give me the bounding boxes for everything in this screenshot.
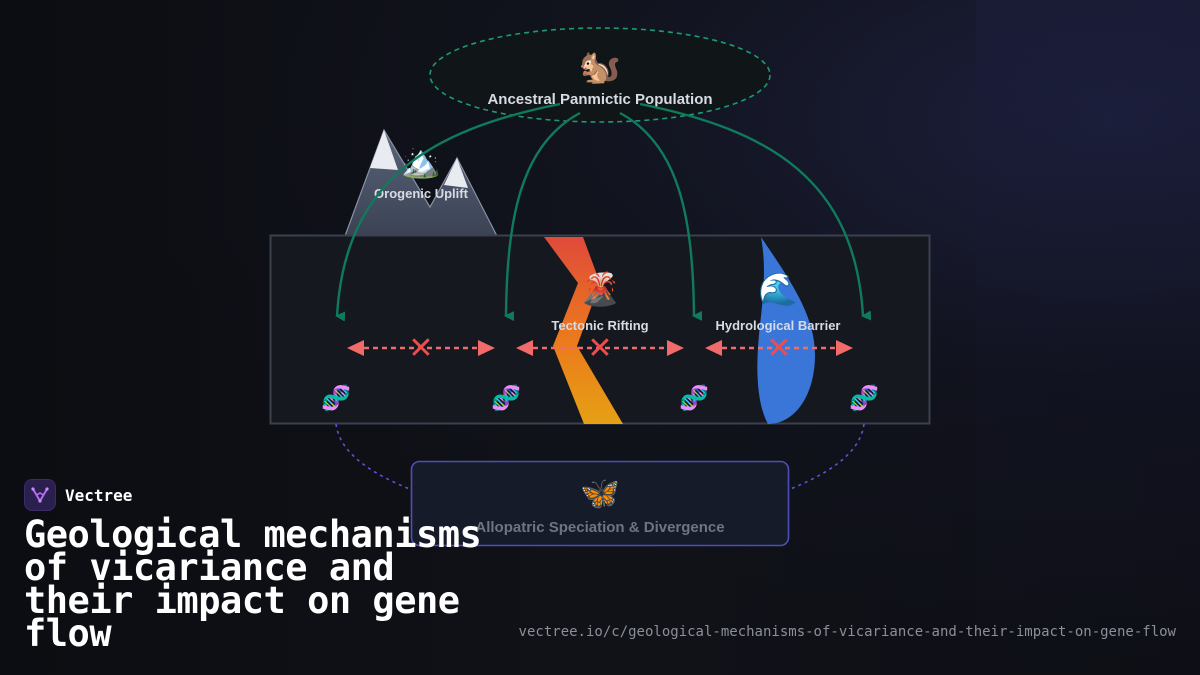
brand: Vectree [24, 479, 132, 511]
blocked-x-icon: ✕ [766, 331, 791, 366]
mountain-icon: 🏔️ [401, 142, 441, 180]
dispersal-arrow-1 [335, 102, 561, 322]
tectonic-rifting-label: Tectonic Rifting [551, 318, 648, 333]
page-url[interactable]: vectree.io/c/geological-mechanisms-of-vi… [518, 624, 1176, 640]
tectonic-rift-band [544, 237, 623, 424]
orogenic-uplift-label: Orogenic Uplift [374, 186, 469, 201]
blocked-gene-flow-1: ✕ [347, 331, 495, 366]
speciation-label: Allopatric Speciation & Divergence [475, 519, 724, 536]
brand-name: Vectree [65, 485, 133, 505]
blocked-x-icon: ✕ [408, 331, 433, 366]
page-title: Geological mechanisms of vicariance and … [24, 513, 482, 655]
mountain-shape [344, 128, 498, 237]
dispersal-arrows [335, 102, 872, 322]
dna-icon: 🧬 [491, 383, 521, 412]
dna-icon: 🧬 [679, 383, 709, 412]
blocked-x-icon: ✕ [587, 331, 612, 366]
dna-icon: 🧬 [321, 383, 351, 412]
divergence-connectors [335, 423, 865, 491]
volcano-icon: 🌋 [580, 270, 620, 308]
blocked-gene-flow-2: ✕ [516, 331, 684, 366]
dispersal-arrow-4 [639, 102, 872, 321]
wave-icon: 🌊 [758, 270, 798, 308]
squirrel-icon: 🐿️ [579, 47, 621, 87]
ancestral-population-node [429, 27, 771, 123]
dispersal-arrow-2 [504, 111, 581, 322]
ancestral-population-label: Ancestral Panmictic Population [487, 91, 712, 108]
blocked-gene-flow-3: ✕ [705, 331, 853, 366]
dispersal-arrow-3 [619, 111, 703, 321]
speciation-node [410, 460, 790, 547]
butterfly-icon: 🦋 [580, 474, 620, 512]
vectree-logo-icon [24, 479, 56, 511]
hydrological-barrier-label: Hydrological Barrier [716, 318, 841, 333]
dna-icon: 🧬 [849, 383, 879, 412]
background-panel [976, 0, 1200, 675]
river-barrier [757, 237, 815, 424]
